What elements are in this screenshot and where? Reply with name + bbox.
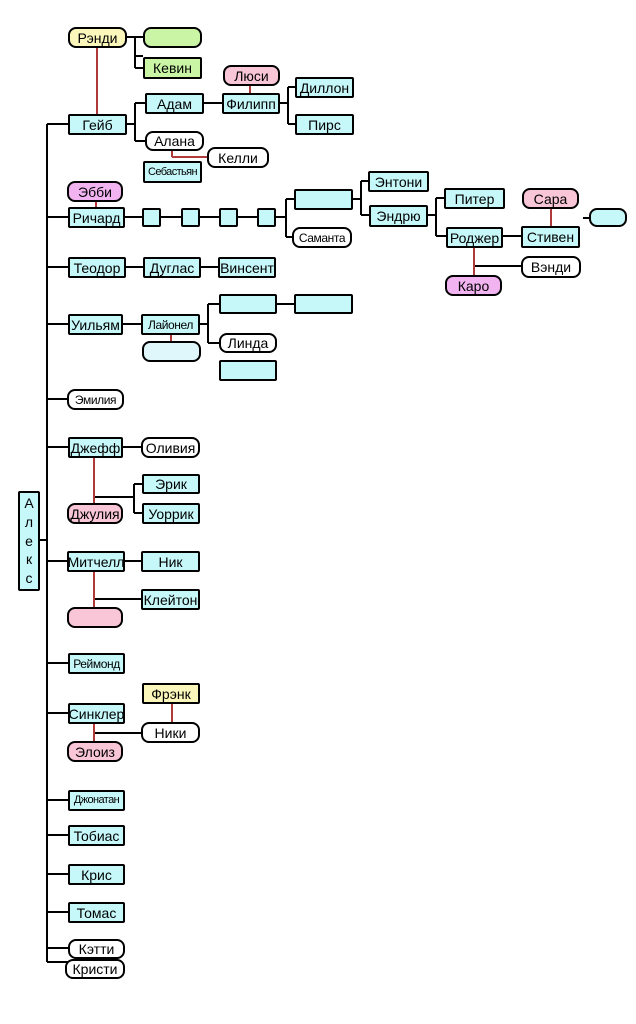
line-philip-children	[280, 86, 295, 125]
node-douglas: Дуглас	[143, 257, 201, 278]
blood-lines	[19, 36, 589, 963]
line-blank-children	[353, 180, 369, 216]
line-jeff-children	[94, 483, 142, 514]
node-emilia: Эмилия	[67, 389, 124, 410]
node-thomas: Томас	[68, 902, 125, 923]
alex-letter-2: л	[24, 513, 34, 530]
node-kevin: Кевин	[143, 57, 202, 79]
node-pierce: Пирс	[295, 114, 354, 135]
node-lionel-blank-2	[294, 294, 353, 314]
alex-letter-4: к	[25, 551, 33, 568]
node-richard-blank-1	[142, 208, 161, 227]
node-richard-blank-2	[181, 208, 200, 227]
node-olivia: Оливия	[141, 437, 200, 458]
node-dillon: Диллон	[295, 77, 354, 98]
node-randy: Рэнди	[68, 27, 127, 48]
node-clayton: Клейтон	[141, 589, 200, 610]
marriage-lines	[93, 48, 552, 741]
node-abby: Эбби	[67, 181, 123, 202]
node-linda: Линда	[219, 333, 277, 353]
node-frank: Фрэнк	[142, 683, 200, 704]
line-andrew-children	[428, 197, 446, 237]
node-lionel-blank-1	[219, 294, 277, 314]
node-peter: Питер	[444, 188, 505, 209]
line-lionel-children	[200, 303, 219, 344]
node-eloise: Элоиз	[67, 741, 123, 762]
node-lionel-blank-3	[219, 360, 277, 381]
node-tobias: Тобиас	[68, 825, 125, 846]
node-julia: Джулия	[67, 503, 123, 524]
node-sinclair: Синклер	[68, 703, 125, 724]
node-steven-child	[589, 208, 627, 227]
node-wendy: Вэнди	[521, 256, 581, 278]
node-richard-blank-5	[294, 189, 353, 210]
node-richard-blank-3	[219, 208, 238, 227]
node-richard-blank-4	[257, 208, 276, 227]
node-alana: Алана	[145, 131, 204, 151]
node-raymond: Реймонд	[68, 653, 125, 674]
node-theodore: Теодор	[68, 257, 126, 278]
node-lionel: Лайонел	[141, 314, 200, 335]
node-chris: Крис	[68, 864, 125, 885]
node-alex: А л е к с	[18, 491, 40, 591]
node-william: Уильям	[68, 314, 123, 335]
node-philip: Филипп	[222, 93, 280, 114]
line-richard-fork	[285, 198, 294, 238]
node-caro: Каро	[445, 275, 502, 296]
node-nicky: Ники	[141, 722, 200, 743]
node-andrew: Эндрю	[369, 205, 428, 227]
node-samantha: Саманта	[292, 227, 352, 248]
node-green-blank	[143, 27, 202, 48]
node-eric: Эрик	[142, 474, 200, 494]
node-sara: Сара	[522, 188, 579, 209]
line-roger-wendy	[473, 248, 521, 267]
node-mitchell-wife	[67, 607, 123, 628]
line-randy-children	[127, 36, 143, 69]
node-anthony: Энтони	[368, 171, 429, 192]
node-lionel-wife	[142, 341, 201, 362]
node-lucy: Люси	[223, 65, 280, 86]
node-mitchell: Митчелл	[67, 551, 125, 572]
node-kristy: Кристи	[65, 959, 125, 979]
node-jonathan: Джонатан	[68, 790, 125, 811]
alex-letter-3: е	[25, 532, 33, 549]
node-jeff: Джефф	[68, 437, 123, 458]
node-gabe: Гейб	[68, 114, 127, 135]
node-richard: Ричард	[68, 207, 125, 228]
node-sebastian: Себастьян	[143, 161, 202, 183]
node-nick: Ник	[141, 551, 200, 572]
node-worrick: Уоррик	[142, 503, 200, 524]
node-vincent: Винсент	[218, 257, 276, 278]
alex-letter-5: с	[25, 570, 33, 587]
node-adam: Адам	[145, 93, 204, 114]
line-gabe-children	[127, 102, 145, 142]
node-steven: Стивен	[521, 226, 580, 248]
node-roger: Роджер	[446, 227, 503, 248]
node-katie: Кэтти	[68, 939, 125, 959]
node-kelly: Келли	[207, 147, 269, 168]
alex-letter-1: А	[24, 494, 34, 511]
